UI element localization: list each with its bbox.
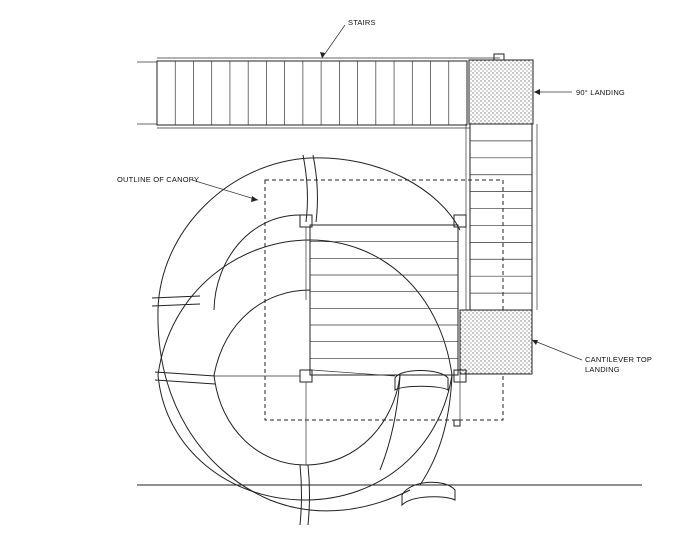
post-markers [299, 214, 467, 427]
label-outline-of-canopy: OUTLINE OF CANOPY [117, 175, 199, 184]
label-cantilever-line1: CANTILEVER TOP [585, 355, 652, 364]
slide-mid-arc-inner [213, 289, 311, 376]
slide-mid-arc [157, 239, 453, 376]
support-struts [214, 227, 461, 465]
slide-joint-top [302, 154, 318, 223]
label-stairs: STAIRS [348, 18, 376, 27]
label-90-landing: 90° LANDING [576, 88, 625, 97]
cantilever-top-landing [459, 309, 533, 375]
canopy-outline [264, 179, 504, 421]
slide-exit [401, 481, 456, 507]
slide-joint-left [151, 295, 201, 307]
slide-lower-curve-inner [213, 374, 401, 466]
slide-exit-chute [379, 374, 453, 486]
label-cantilever-line2: LANDING [585, 365, 620, 374]
landing-post [493, 53, 505, 61]
slide-joint-bottom [299, 464, 310, 526]
platform-deck [309, 224, 459, 376]
slide-hood [394, 370, 449, 391]
landing-90-deg [468, 59, 534, 125]
slide-outer-curve [157, 157, 461, 512]
slide-lower-curve-outer [157, 374, 453, 501]
upper-stairs [137, 57, 500, 129]
vertical-stairs [465, 123, 538, 311]
slide-inner-curve [213, 214, 301, 311]
leader-lines [191, 24, 583, 361]
slide-joint-bottom-left [154, 371, 216, 385]
